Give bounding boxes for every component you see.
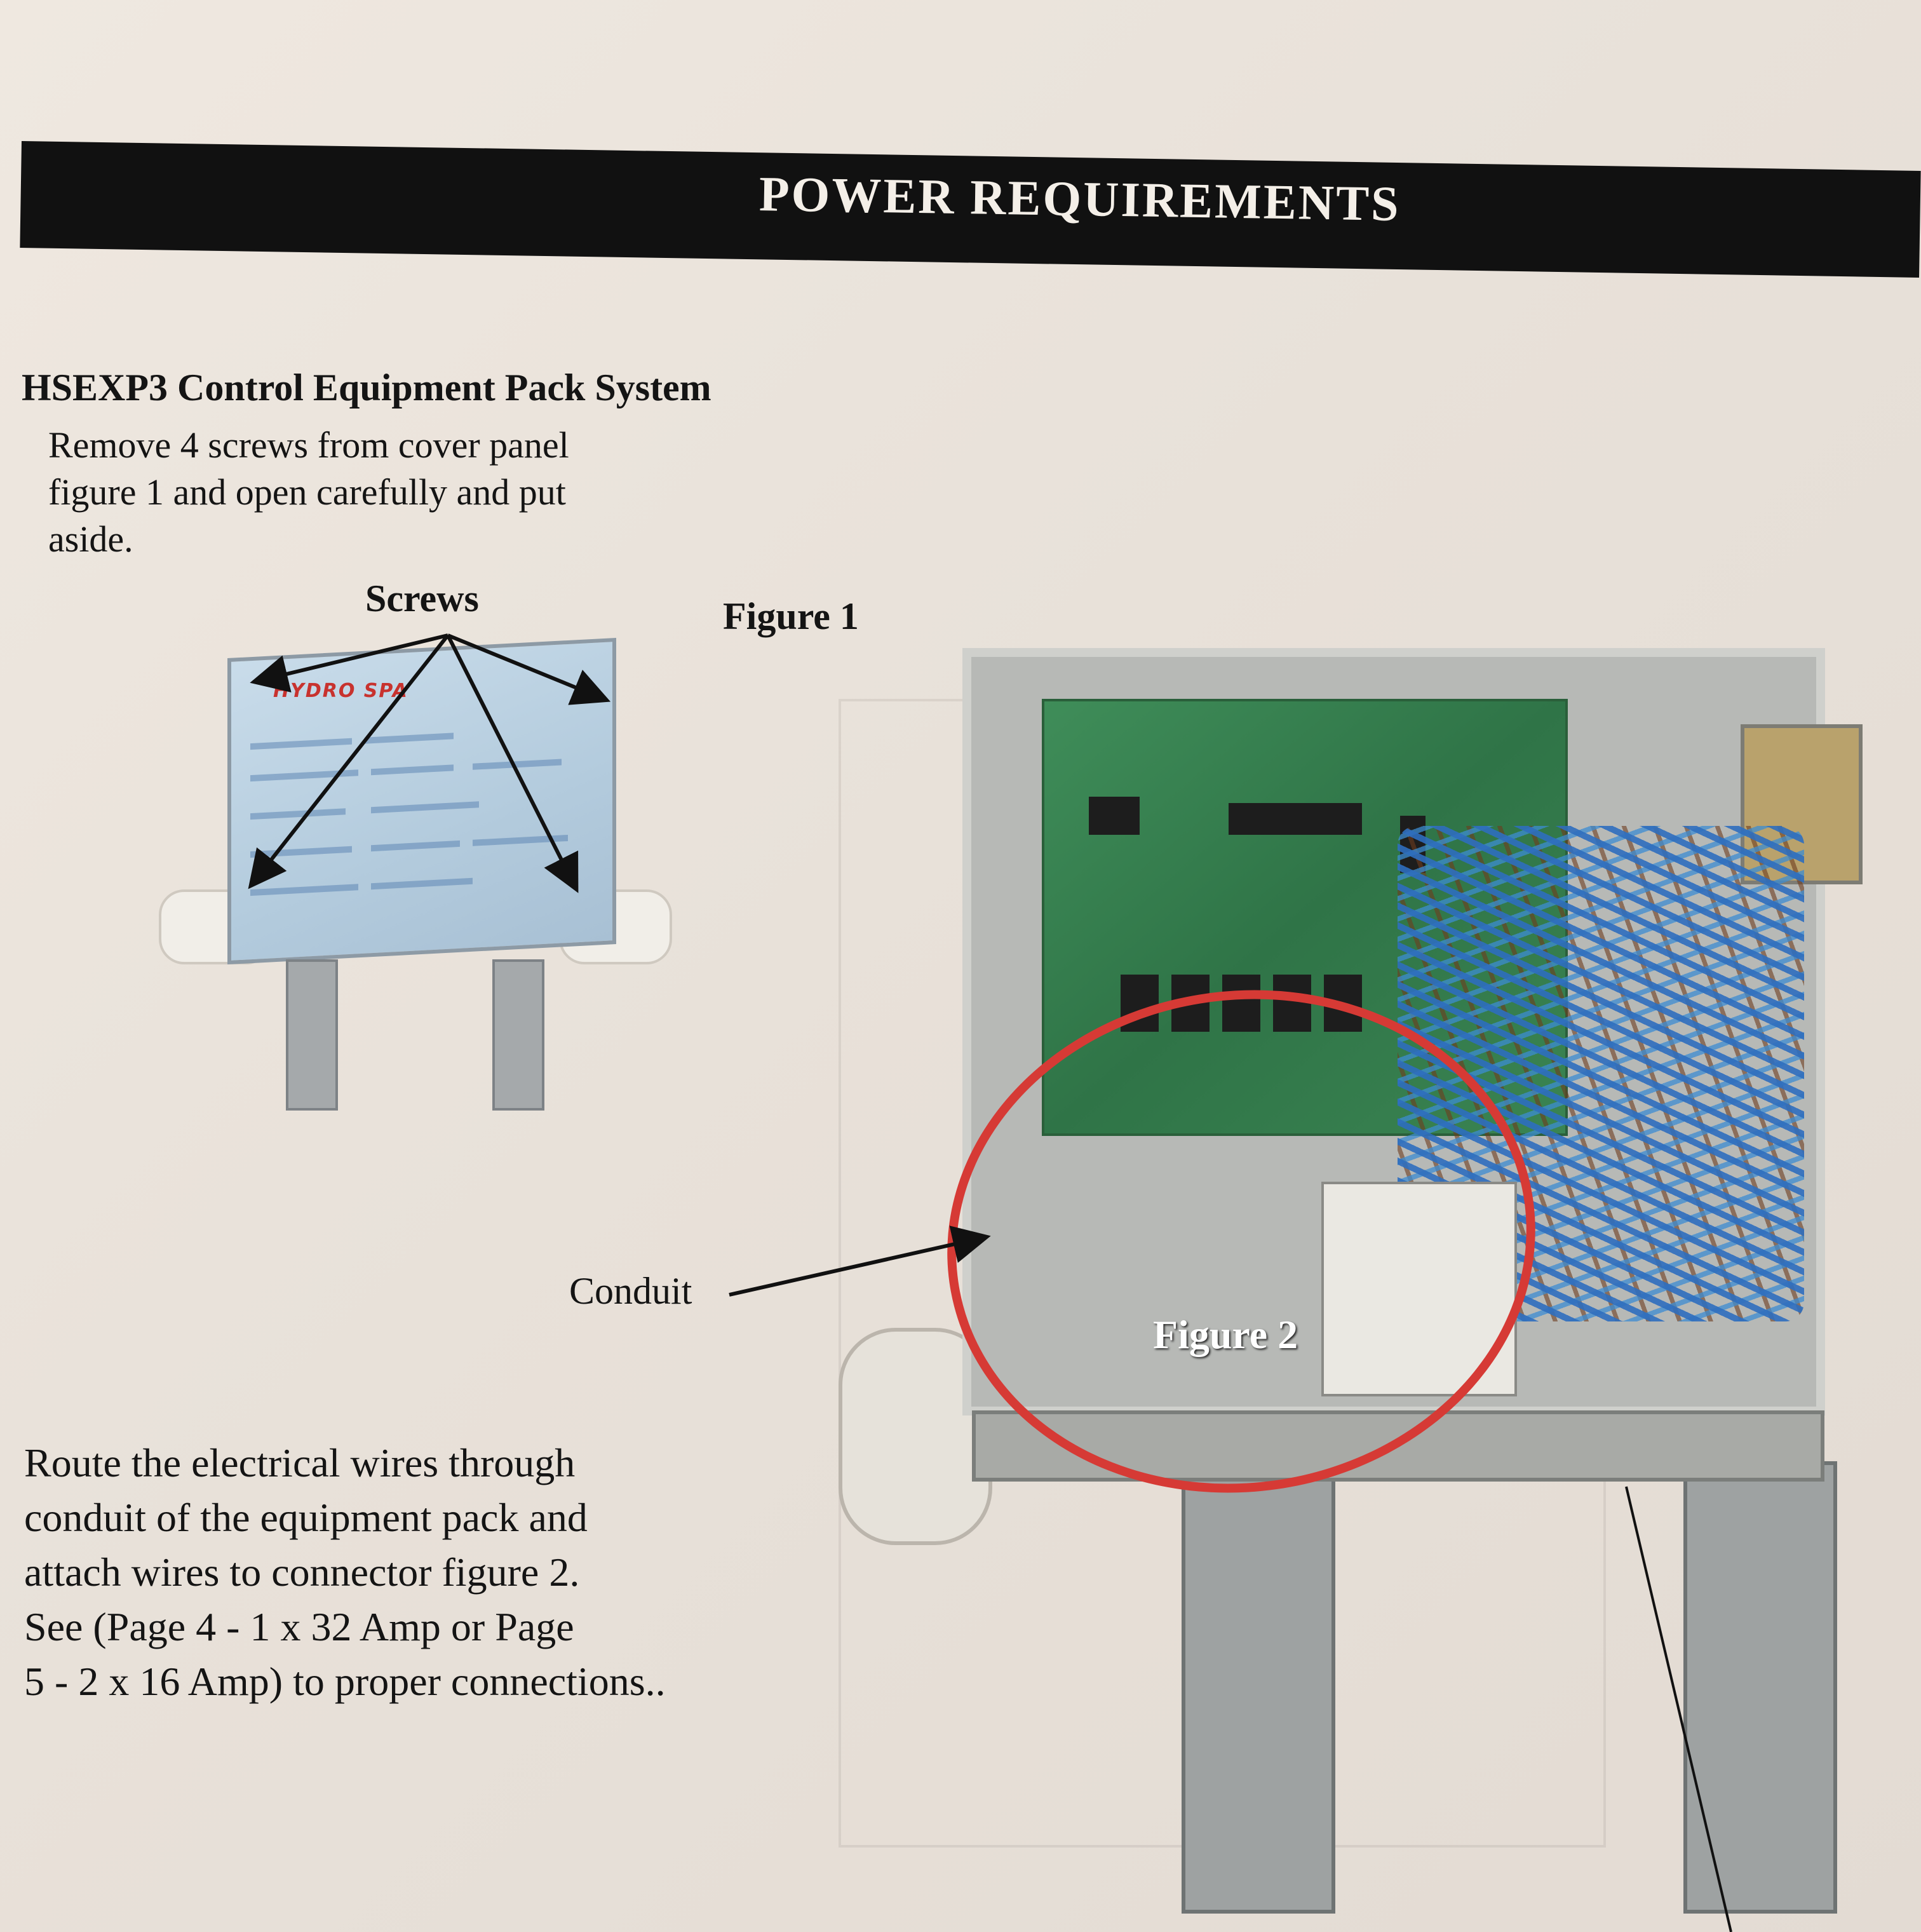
conduit-arrow (729, 1226, 991, 1297)
figure-2-label: Figure 2 (1153, 1312, 1298, 1357)
screw-arrow-top-left (250, 633, 448, 692)
open-equipment-pack-image (826, 635, 1921, 1932)
screw-arrow-bottom-right (446, 634, 579, 893)
mount-leg-left (286, 959, 338, 1111)
mount-leg-right (492, 959, 544, 1111)
routing-paragraph: Route the electrical wires through condu… (24, 1440, 666, 1704)
brand-logo: HYDRO SPA (273, 680, 408, 702)
terminal-block (1321, 1182, 1517, 1396)
equipment-pack-cover-image: HYDRO SPA (152, 635, 680, 1118)
section-title: HSEXP3 Control Equipment Pack System (22, 367, 711, 409)
screw-arrow-bottom-left (248, 634, 450, 889)
mount-leg-left (1182, 1461, 1335, 1914)
conduit-label: Conduit (569, 1270, 692, 1312)
screws-label: Screws (365, 578, 479, 619)
screw-arrow-top-right (447, 633, 611, 705)
intro-paragraph: Remove 4 screws from cover panel figure … (48, 424, 569, 560)
figure-1-label: Figure 1 (723, 595, 859, 637)
enclosure-base (972, 1410, 1824, 1482)
bottom-pointer-line (1625, 1486, 1732, 1932)
